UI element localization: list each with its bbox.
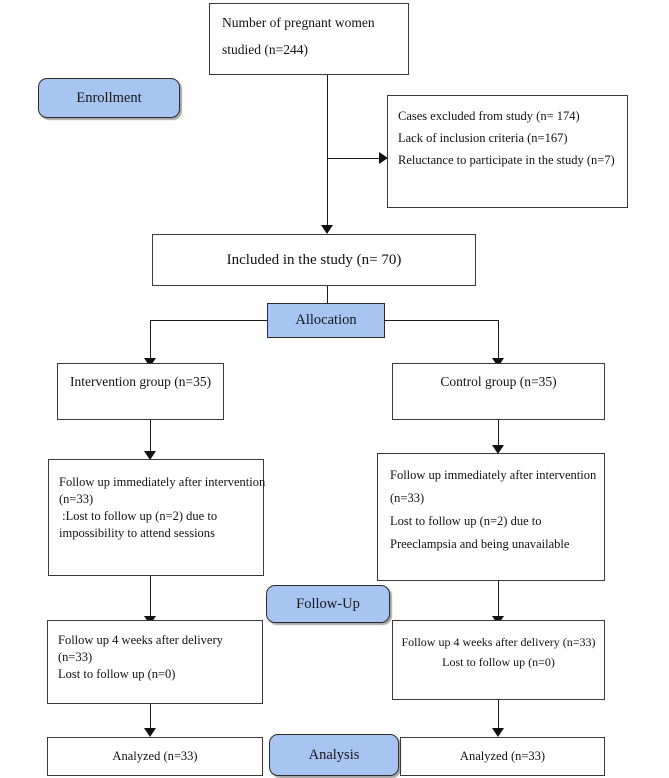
arrowhead-to-included <box>321 225 333 234</box>
node-intervention-followup-2: Follow up 4 weeks after delivery (n=33) … <box>47 620 263 704</box>
connector-intervention-followup1-to-followup2 <box>150 576 151 620</box>
connector-intervention-followup2-to-analyzed <box>150 704 151 732</box>
node-excluded-line-1: Lack of inclusion criteria (n=167) <box>398 130 568 145</box>
node-control-followup-2-line-0: Follow up 4 weeks after delivery (n=33) <box>401 635 596 649</box>
node-control-followup-1-line-3: Preeclampsia and being unavailable <box>390 537 570 552</box>
node-intervention-followup-1-line-2: :Lost to follow up (n=2) due to <box>59 508 218 523</box>
connector-allocation-right-down <box>498 320 499 362</box>
node-intervention-followup-2-line-1: (n=33) <box>58 649 93 664</box>
node-excluded: Cases excluded from study (n= 174) Lack … <box>387 95 628 208</box>
node-control-group-line-0: Control group (n=35) <box>440 374 557 389</box>
connector-allocation-right <box>385 320 498 321</box>
node-intervention-group-line-0: Intervention group (n=35) <box>70 374 212 389</box>
stage-label-allocation-text: Allocation <box>295 312 357 328</box>
arrowhead-to-intervention-followup1 <box>144 451 156 460</box>
node-control-group: Control group (n=35) <box>392 363 605 420</box>
node-excluded-line-0: Cases excluded from study (n= 174) <box>398 109 580 123</box>
node-control-followup-1-line-2: Lost to follow up (n=2) due to <box>390 514 542 529</box>
node-intervention-analyzed: Analyzed (n=33) <box>47 737 263 776</box>
node-included: Included in the study (n= 70) <box>152 234 476 286</box>
connector-control-followup2-to-analyzed <box>498 700 499 732</box>
node-control-followup-2-line-1: Lost to follow up (n=0) <box>442 655 555 670</box>
connector-trunk-to-included <box>327 158 328 228</box>
node-intervention-group: Intervention group (n=35) <box>57 363 224 420</box>
stage-label-allocation: Allocation <box>267 303 385 338</box>
arrowhead-to-intervention-group <box>144 358 156 367</box>
stage-label-enrollment: Enrollment <box>38 78 180 118</box>
stage-label-follow-up-text: Follow-Up <box>296 595 360 612</box>
connector-allocation-left <box>150 320 268 321</box>
node-intervention-followup-2-line-2: Lost to follow up (n=0) <box>58 666 176 681</box>
node-screened: Number of pregnant women studied (n=244) <box>209 3 409 75</box>
node-intervention-followup-1-line-3: impossibility to attend sessions <box>59 525 215 540</box>
node-control-analyzed-line-0: Analyzed (n=33) <box>459 749 546 764</box>
stage-label-analysis-text: Analysis <box>308 746 360 763</box>
node-screened-line-1: studied (n=244) <box>222 42 308 58</box>
arrowhead-to-intervention-analyzed <box>144 728 156 737</box>
stage-label-analysis: Analysis <box>269 734 399 776</box>
connector-control-group-to-followup1 <box>498 420 499 449</box>
connector-included-to-allocation <box>327 286 328 305</box>
node-included-line-0: Included in the study (n= 70) <box>226 251 402 268</box>
arrowhead-to-excluded <box>379 152 388 164</box>
connector-allocation-left-down <box>150 320 151 362</box>
arrowhead-to-control-followup1 <box>492 445 504 454</box>
node-intervention-followup-1: Follow up immediately after intervention… <box>48 459 266 576</box>
connector-control-followup1-to-followup2 <box>498 581 499 620</box>
node-intervention-followup-1-line-1: (n=33) <box>59 491 94 506</box>
connector-trunk-to-excluded <box>327 158 381 159</box>
node-control-followup-2: Follow up 4 weeks after delivery (n=33) … <box>392 620 605 700</box>
node-excluded-line-2: Reluctance to participate in the study (… <box>398 152 615 167</box>
node-intervention-analyzed-line-0: Analyzed (n=33) <box>112 749 198 764</box>
node-intervention-followup-2-line-0: Follow up 4 weeks after delivery <box>58 633 223 647</box>
arrowhead-to-control-group <box>492 358 504 367</box>
node-control-analyzed: Analyzed (n=33) <box>400 737 605 776</box>
stage-label-follow-up: Follow-Up <box>266 585 390 623</box>
arrowhead-to-control-analyzed <box>492 728 504 737</box>
node-control-followup-1: Follow up immediately after intervention… <box>377 453 605 581</box>
stage-label-enrollment-text: Enrollment <box>76 89 142 106</box>
connector-intervention-group-to-followup1 <box>150 420 151 455</box>
node-control-followup-1-line-1: (n=33) <box>390 491 425 506</box>
node-intervention-followup-1-line-0: Follow up immediately after intervention <box>59 475 266 489</box>
node-control-followup-1-line-0: Follow up immediately after intervention <box>390 468 597 482</box>
node-screened-line-0: Number of pregnant women <box>222 15 375 30</box>
connector-screened-to-trunk <box>327 75 328 160</box>
